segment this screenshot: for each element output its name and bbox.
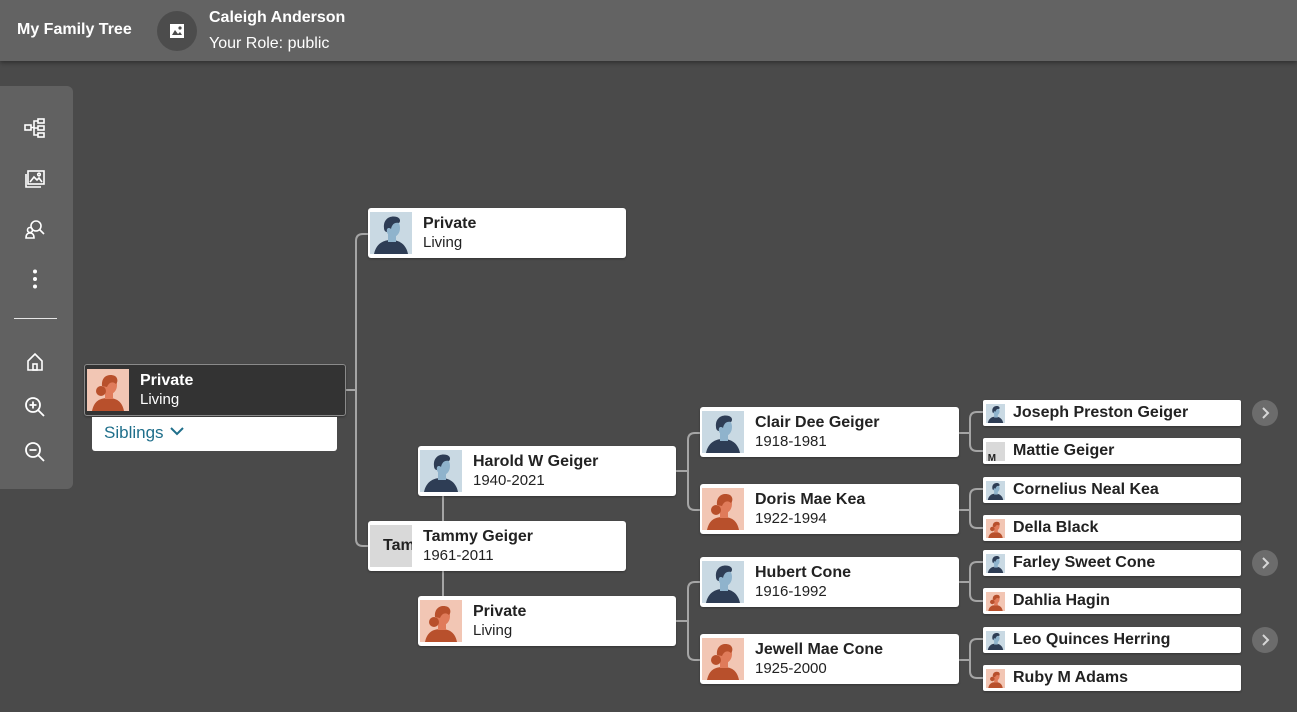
person-dates: 1940-2021 bbox=[473, 472, 545, 489]
user-avatar[interactable] bbox=[157, 11, 197, 51]
person-dates: Living bbox=[140, 391, 180, 408]
male-portrait-icon bbox=[370, 212, 412, 254]
grandmother-card[interactable]: Private Living bbox=[418, 596, 676, 646]
top-bar: My Family Tree Caleigh Anderson Your Rol… bbox=[0, 0, 1297, 61]
person-name: Della Black bbox=[1013, 519, 1099, 536]
siblings-label: Siblings bbox=[104, 423, 164, 442]
male-portrait-icon bbox=[986, 554, 1005, 573]
home-button[interactable] bbox=[20, 347, 50, 377]
great-grandparent-card[interactable]: Jewell Mae Cone 1925-2000 bbox=[700, 634, 959, 684]
gg-grandparent-card[interactable]: Dahlia Hagin bbox=[983, 588, 1241, 614]
tree-view-icon bbox=[24, 118, 45, 138]
zoom-in-icon bbox=[25, 397, 45, 417]
person-name: Tammy Geiger bbox=[423, 528, 533, 545]
female-portrait-icon bbox=[702, 638, 744, 680]
unknown-portrait-icon bbox=[986, 442, 1005, 461]
male-portrait-icon bbox=[986, 481, 1005, 500]
zoom-in-button[interactable] bbox=[20, 392, 50, 422]
person-name: Farley Sweet Cone bbox=[1013, 554, 1156, 571]
chevron-down-icon bbox=[170, 427, 184, 436]
person-dates: 1961-2011 bbox=[423, 547, 494, 564]
person-dates: 1922-1994 bbox=[755, 510, 827, 527]
chevron-right-icon bbox=[1262, 407, 1270, 419]
tree-view-button[interactable] bbox=[20, 113, 50, 143]
female-portrait-icon bbox=[87, 369, 129, 411]
person-name: Joseph Preston Geiger bbox=[1013, 404, 1189, 421]
person-name: Private bbox=[140, 372, 194, 389]
siblings-dropdown[interactable]: Siblings bbox=[92, 417, 337, 451]
great-grandparent-card[interactable]: Hubert Cone 1916-1992 bbox=[700, 557, 959, 607]
person-name: Dahlia Hagin bbox=[1013, 592, 1110, 609]
person-name: Clair Dee Geiger bbox=[755, 414, 880, 431]
zoom-out-icon bbox=[25, 442, 45, 462]
gg-grandparent-card[interactable]: Leo Quinces Herring bbox=[983, 627, 1241, 653]
gg-grandparent-card[interactable]: Cornelius Neal Kea bbox=[983, 477, 1241, 503]
person-search-icon bbox=[25, 220, 45, 239]
left-toolbar bbox=[0, 86, 73, 489]
person-name: Ruby M Adams bbox=[1013, 669, 1128, 686]
male-portrait-icon bbox=[702, 561, 744, 603]
chevron-right-icon bbox=[1262, 557, 1270, 569]
focus-person-card[interactable]: Private Living bbox=[84, 364, 346, 416]
person-name: Jewell Mae Cone bbox=[755, 641, 884, 658]
grandfather-card[interactable]: Harold W Geiger 1940-2021 bbox=[418, 446, 676, 496]
person-name: Leo Quinces Herring bbox=[1013, 631, 1171, 648]
gg-grandparent-card[interactable]: Della Black bbox=[983, 515, 1241, 541]
female-portrait-icon bbox=[702, 488, 744, 530]
zoom-out-button[interactable] bbox=[20, 437, 50, 467]
user-role: Your Role: public bbox=[209, 35, 330, 52]
toolbar-divider bbox=[14, 318, 57, 319]
person-name: Hubert Cone bbox=[755, 564, 851, 581]
name-placeholder-image: Tam bbox=[370, 525, 412, 567]
chevron-right-icon bbox=[1262, 634, 1270, 646]
person-name: Mattie Geiger bbox=[1013, 442, 1115, 459]
gg-grandparent-card[interactable]: Farley Sweet Cone bbox=[983, 550, 1241, 576]
more-options-icon bbox=[33, 269, 37, 289]
male-portrait-icon bbox=[986, 404, 1005, 423]
female-portrait-icon bbox=[986, 669, 1005, 688]
person-dates: 1918-1981 bbox=[755, 433, 827, 450]
user-avatar-icon bbox=[170, 24, 184, 38]
gg-grandparent-card[interactable]: Ruby M Adams bbox=[983, 665, 1241, 691]
person-dates: 1925-2000 bbox=[755, 660, 827, 677]
male-portrait-icon bbox=[986, 631, 1005, 650]
male-portrait-icon bbox=[702, 411, 744, 453]
person-name: Private bbox=[423, 215, 477, 232]
male-portrait-icon bbox=[420, 450, 462, 492]
person-name: Private bbox=[473, 603, 527, 620]
person-name: Cornelius Neal Kea bbox=[1013, 481, 1159, 498]
person-search-button[interactable] bbox=[20, 214, 50, 244]
female-portrait-icon bbox=[420, 600, 462, 642]
media-gallery-icon bbox=[25, 170, 45, 188]
great-grandparent-card[interactable]: Clair Dee Geiger 1918-1981 bbox=[700, 407, 959, 457]
media-gallery-button[interactable] bbox=[20, 164, 50, 194]
expand-ancestors-button[interactable] bbox=[1252, 400, 1278, 426]
app-title[interactable]: My Family Tree bbox=[17, 21, 132, 38]
gg-grandparent-card[interactable]: Joseph Preston Geiger bbox=[983, 400, 1241, 426]
female-portrait-icon bbox=[986, 519, 1005, 538]
great-grandparent-card[interactable]: Doris Mae Kea 1922-1994 bbox=[700, 484, 959, 534]
user-name: Caleigh Anderson bbox=[209, 9, 346, 26]
person-dates: 1916-1992 bbox=[755, 583, 827, 600]
person-name: Harold W Geiger bbox=[473, 453, 599, 470]
father-card[interactable]: Private Living bbox=[368, 208, 626, 258]
gg-grandparent-card[interactable]: Mattie Geiger bbox=[983, 438, 1241, 464]
female-portrait-icon bbox=[986, 592, 1005, 611]
more-options-button[interactable] bbox=[20, 264, 50, 294]
expand-ancestors-button[interactable] bbox=[1252, 550, 1278, 576]
placeholder-initials: Tam bbox=[383, 537, 412, 554]
expand-ancestors-button[interactable] bbox=[1252, 627, 1278, 653]
person-name: Doris Mae Kea bbox=[755, 491, 866, 508]
home-icon bbox=[27, 352, 43, 371]
person-dates: Living bbox=[423, 234, 463, 251]
person-dates: Living bbox=[473, 622, 513, 639]
mother-card[interactable]: Tam Tammy Geiger 1961-2011 bbox=[368, 521, 626, 571]
